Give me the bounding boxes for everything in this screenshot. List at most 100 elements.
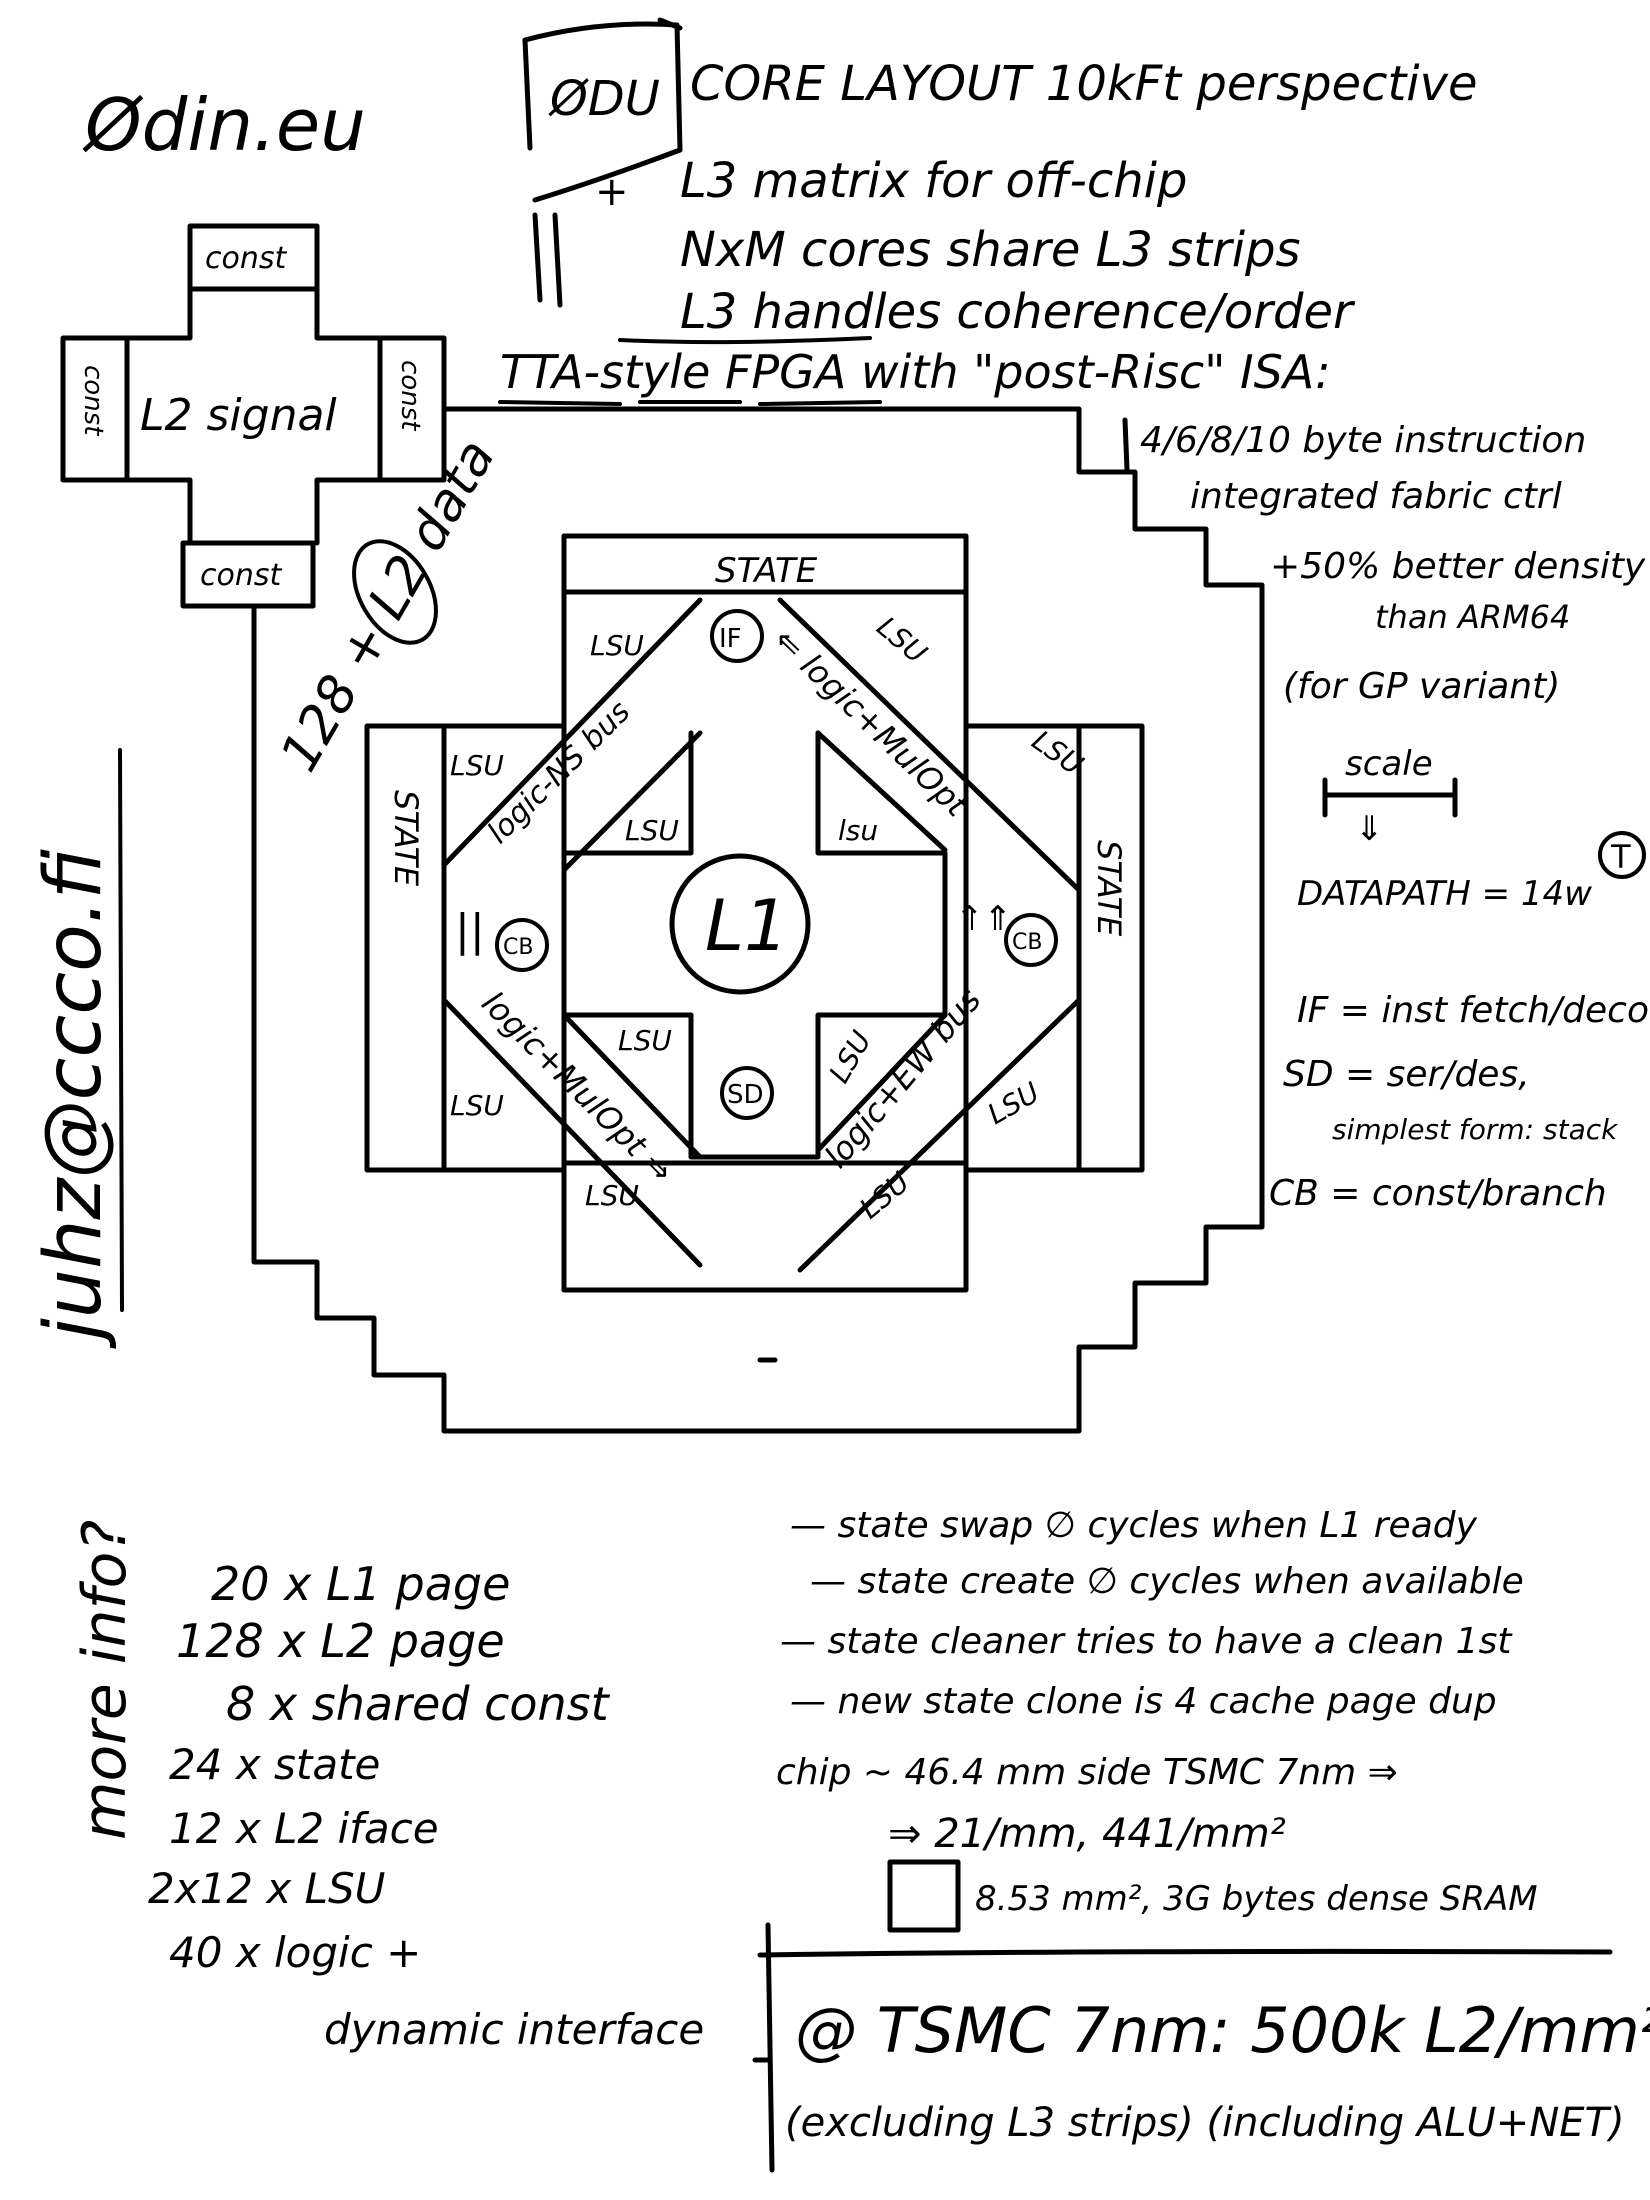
l3-note-3: L3 handles coherence/order (680, 284, 1356, 340)
summary: @ TSMC 7nm: 500k L2/mm² (excluding L3 st… (752, 1922, 1650, 2173)
count-item: 24 x state (169, 1740, 380, 1789)
isa-note: (for GP variant) (1283, 666, 1560, 707)
isa-notes: 4/6/8/10 byte instruction integrated fab… (1122, 417, 1646, 707)
count-item: 2x12 x LSU (148, 1864, 385, 1913)
count-item: 20 x L1 page (211, 1557, 510, 1611)
count-item: 128 x L2 page (176, 1614, 505, 1668)
counts-list: 20 x L1 page 128 x L2 page 8 x shared co… (148, 1557, 704, 2054)
l2-const-top (187, 223, 320, 292)
plus-sign: + (595, 169, 629, 215)
const-top-label: const (205, 241, 287, 276)
const-right-label: const (395, 360, 425, 431)
isa-note: than ARM64 (1375, 598, 1570, 636)
logic-band-inner (561, 730, 948, 1160)
circled-t (1598, 831, 1646, 879)
state-notes: — state swap ∅ cycles when L1 ready — st… (776, 1505, 1538, 1933)
scale-label: scale (1345, 744, 1433, 784)
state-note: — state swap ∅ cycles when L1 ready (790, 1505, 1478, 1546)
contact-line (118, 748, 124, 1312)
state-note: — new state clone is 4 cache page dup (790, 1681, 1497, 1722)
lsu-label: LSU (822, 1025, 878, 1088)
if-label: IF (719, 624, 742, 654)
underline (618, 336, 872, 345)
lsu-label: LSU (450, 749, 504, 782)
lsu-label: LSU (853, 1165, 915, 1225)
circled-t-label: T (1610, 838, 1631, 876)
l2-cross-body (124, 286, 383, 546)
logic-mulopt-top: ⇐ logic+MulOpt (766, 620, 976, 825)
lsu-label: LSU (585, 1179, 639, 1212)
chip-per-mm: ⇒ 21/mm, 441/mm² (888, 1811, 1286, 1857)
cb-left-label: CB (503, 935, 533, 960)
chip-outline (251, 406, 1265, 1434)
cb-right-circle (1004, 913, 1058, 967)
connector-line (532, 147, 683, 203)
summary-caveats: (excluding L3 strips) (including ALU+NET… (785, 2100, 1625, 2146)
summary-frame (752, 1922, 1613, 2173)
const-left-label: const (78, 365, 108, 436)
isa-heading: TTA-style FPGA with "post-Risc" ISA: (500, 345, 1331, 399)
state-note: — state cleaner tries to have a clean 1s… (780, 1621, 1513, 1662)
l3-note-1: L3 matrix for off-chip (680, 153, 1187, 209)
l1-cross (561, 730, 948, 1160)
parallel-bars (532, 212, 563, 308)
l2-const-left (60, 335, 130, 483)
isa-note: 4/6/8/10 byte instruction (1140, 420, 1586, 461)
count-item: 8 x shared const (226, 1677, 611, 1731)
scale-bar: scale ⇓ DATAPATH = 14w T (1297, 744, 1646, 914)
logic-band-outer (441, 597, 1082, 1273)
cb-right-label: CB (1012, 930, 1042, 955)
down-arrow-icon: ⇓ (1355, 809, 1384, 849)
cb-left-circle (495, 918, 549, 972)
state-top: STATE (715, 551, 818, 591)
legend-if: IF = inst fetch/decode (1297, 990, 1650, 1031)
summary-density: @ TSMC 7nm: 500k L2/mm² (795, 1994, 1650, 2067)
legend: IF = inst fetch/decode SD = ser/des, sim… (1269, 990, 1650, 1214)
legend-sd-note: simplest form: stack (1332, 1113, 1619, 1146)
datapath-label: DATAPATH = 14w (1297, 874, 1592, 914)
l1-circle (669, 853, 811, 995)
count-item: 12 x L2 iface (169, 1804, 439, 1853)
title-box-label: ØDU (548, 71, 660, 127)
legend-cb: CB = const/branch (1269, 1173, 1607, 1214)
lsu-label: LSU (618, 1024, 672, 1057)
const-bottom-label: const (200, 558, 282, 593)
bars-mark: || (455, 905, 485, 956)
isa-note: +50% better density (1270, 546, 1646, 587)
l2-signal-label: L2 signal (140, 390, 337, 441)
l1-label: L1 (705, 885, 789, 967)
l2-const-bottom (180, 540, 316, 609)
legend-sd: SD = ser/des, (1283, 1054, 1530, 1095)
count-item: 40 x logic + (169, 1928, 421, 1977)
sd-circle (720, 1066, 774, 1120)
isa-underline (498, 400, 882, 406)
chip-size: chip ~ 46.4 mm side TSMC 7nm ⇒ (776, 1752, 1398, 1793)
isa-note: integrated fabric ctrl (1190, 476, 1562, 517)
contact-email[interactable]: juhz@ccco.fi (29, 849, 119, 1349)
l2-cross: const const const const L2 signal (60, 223, 447, 609)
scale-line (1322, 777, 1458, 818)
lsu-label: LSU (625, 814, 679, 847)
header: ØDU CORE LAYOUT 10kFt perspective + L3 m… (498, 17, 1478, 406)
state-right: STATE (1090, 840, 1128, 937)
state-note: — state create ∅ cycles when available (810, 1561, 1524, 1602)
up-arrows-icon: ⇑⇑ (955, 899, 1012, 939)
l2-circle (352, 539, 438, 645)
logic-ns-bus: logic-NS bus (481, 694, 637, 850)
divider (1122, 417, 1130, 473)
chip-square (887, 1859, 961, 1933)
logo: Ødin.eu (82, 83, 366, 167)
page-title: CORE LAYOUT 10kFt perspective (690, 56, 1478, 112)
if-circle (710, 609, 764, 663)
chip-area: 8.53 mm², 3G bytes dense SRAM (975, 1879, 1538, 1919)
core: STATE STATE STATE L1 IF SD CB CB ⇑⇑ || L… (364, 533, 1145, 1293)
lsu-label: LSU (871, 610, 933, 670)
l3-note-2: NxM cores share L3 strips (680, 222, 1301, 278)
lsu-label: LSU (590, 629, 644, 662)
sd-label: SD (727, 1080, 764, 1110)
title-box (522, 17, 683, 153)
lsu-label: LSU (450, 1089, 504, 1122)
count-item: dynamic interface (324, 2005, 704, 2054)
state-left: STATE (387, 790, 425, 887)
